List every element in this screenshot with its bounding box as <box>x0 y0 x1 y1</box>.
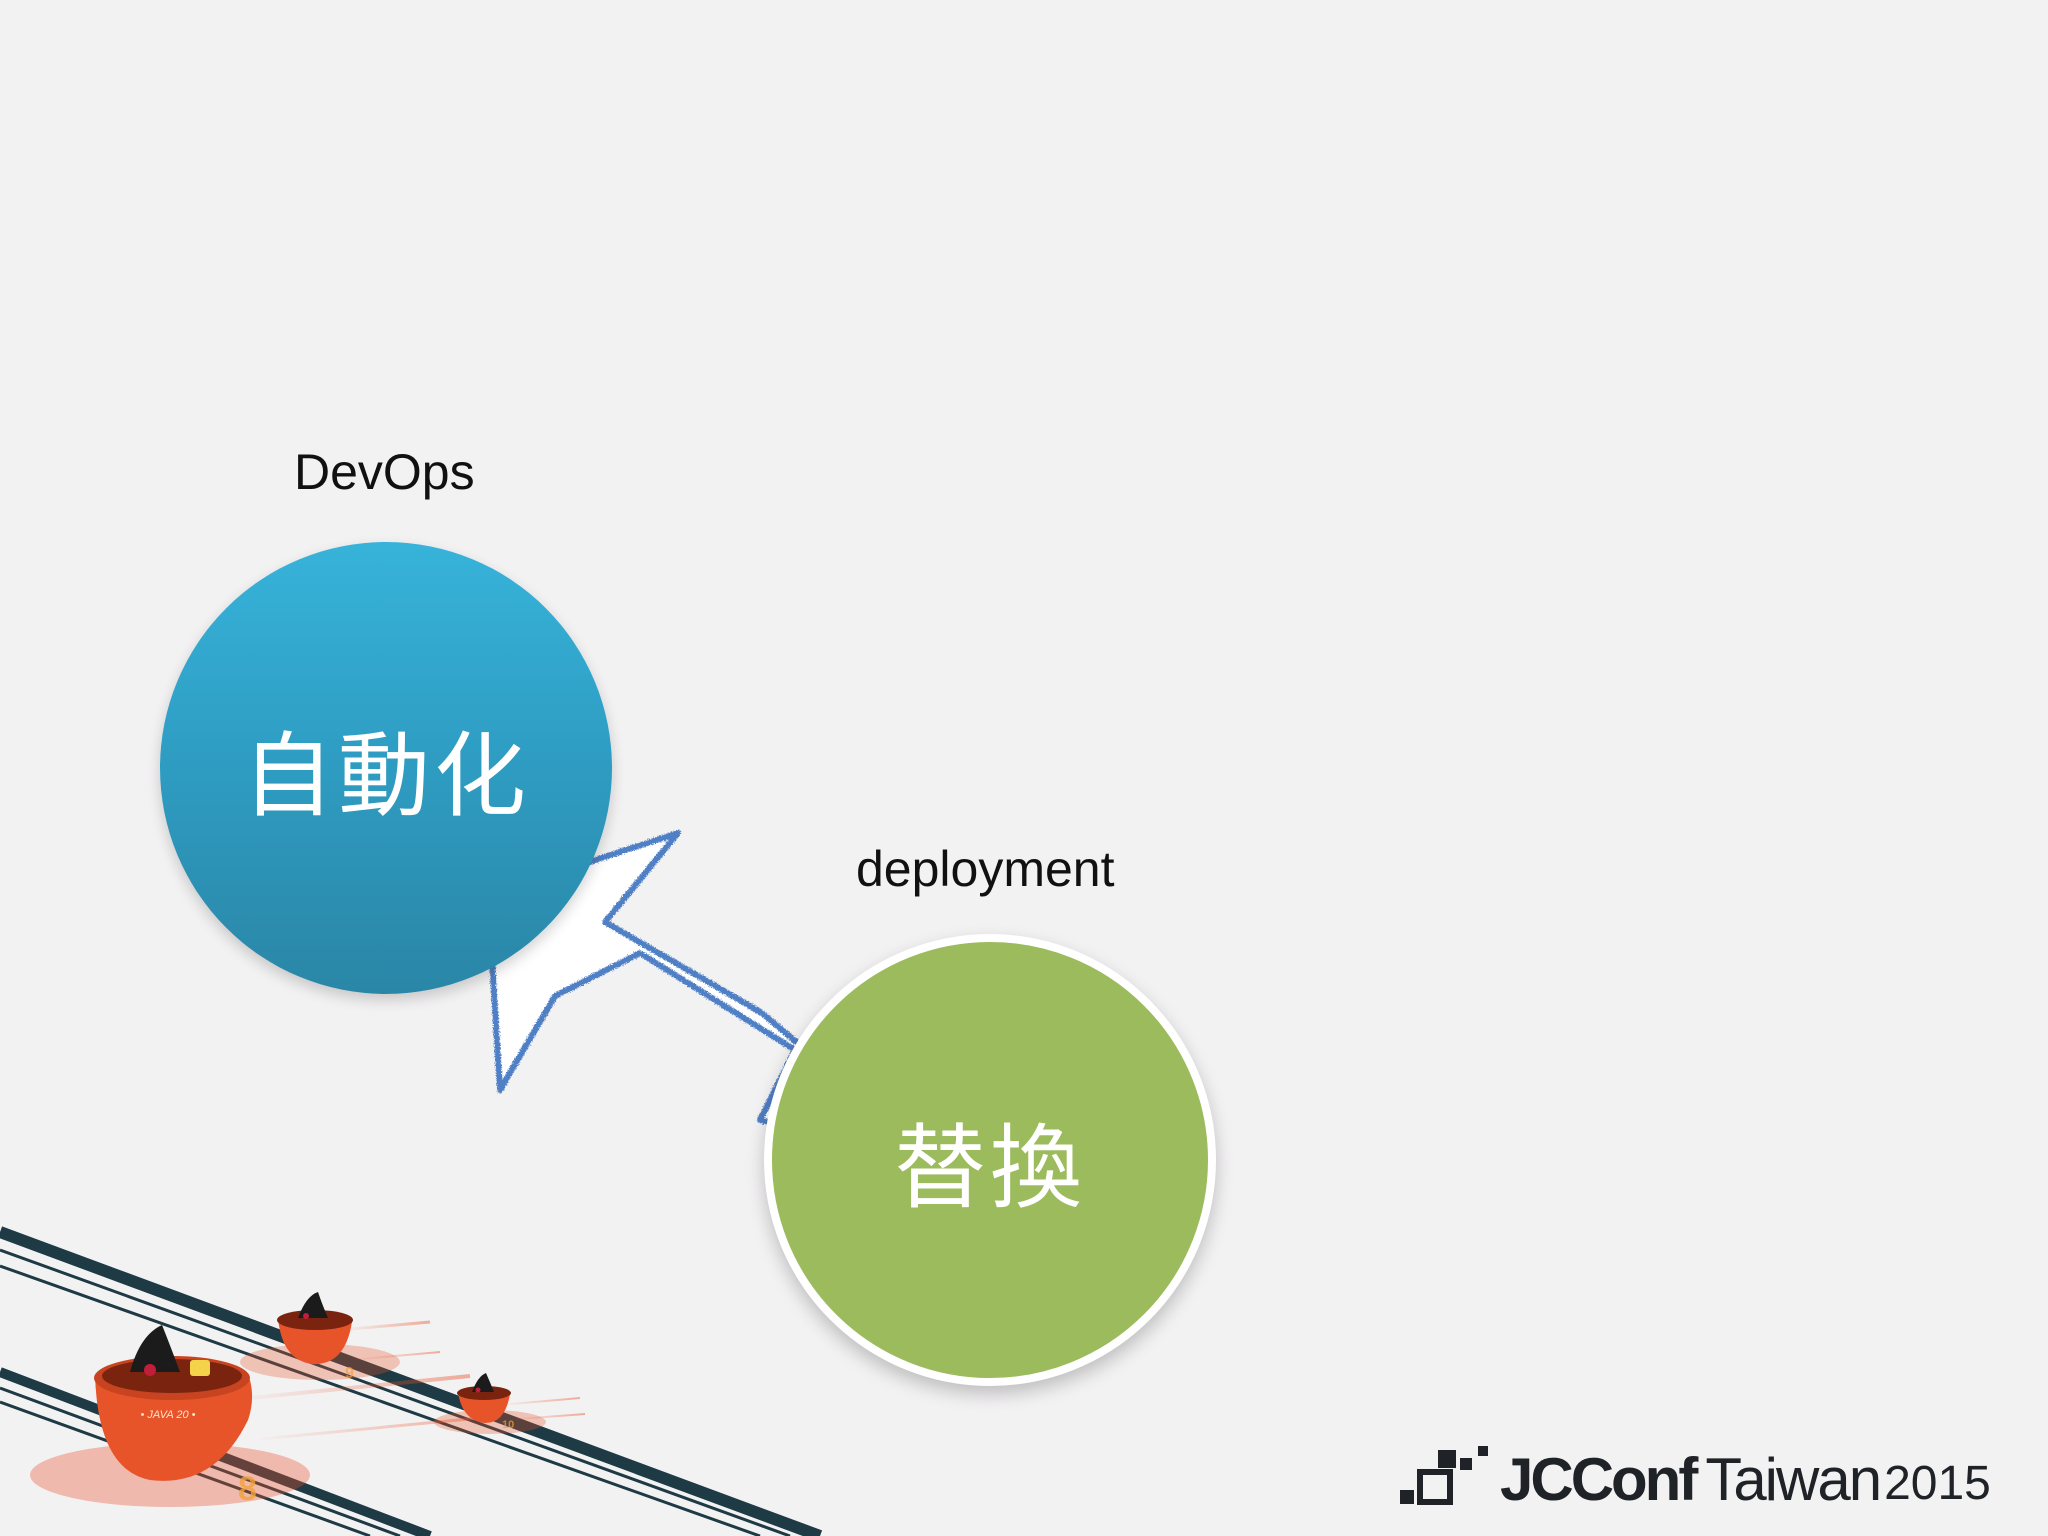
cup-small-icon: 10 <box>434 1373 546 1434</box>
devops-caption: DevOps <box>294 444 475 500</box>
cup-large-label: • JAVA 20 • <box>141 1409 196 1421</box>
logo-brand: JCConf <box>1500 1446 1698 1513</box>
svg-text:9: 9 <box>345 1365 354 1382</box>
cup-medium-icon: 9 <box>240 1292 400 1382</box>
logo-place: Taiwan <box>1705 1446 1882 1513</box>
automation-circle: 自動化 <box>160 542 612 994</box>
jcconf-logo: JCConf Taiwan 2015 <box>1398 1440 1991 1510</box>
deployment-caption: deployment <box>856 841 1115 897</box>
svg-text:10: 10 <box>502 1419 514 1431</box>
jcconf-logo-mark-icon <box>1400 1446 1488 1505</box>
replace-circle-label: 替換 <box>893 1114 1086 1222</box>
cup-large-icon: • JAVA 20 • 8 <box>30 1325 310 1508</box>
replace-circle: 替換 <box>764 934 1216 1386</box>
logo-year: 2015 <box>1884 1457 1991 1510</box>
speed-streaks <box>229 1320 586 1442</box>
automation-circle-label: 自動化 <box>241 722 530 830</box>
svg-text:8: 8 <box>238 1470 257 1508</box>
